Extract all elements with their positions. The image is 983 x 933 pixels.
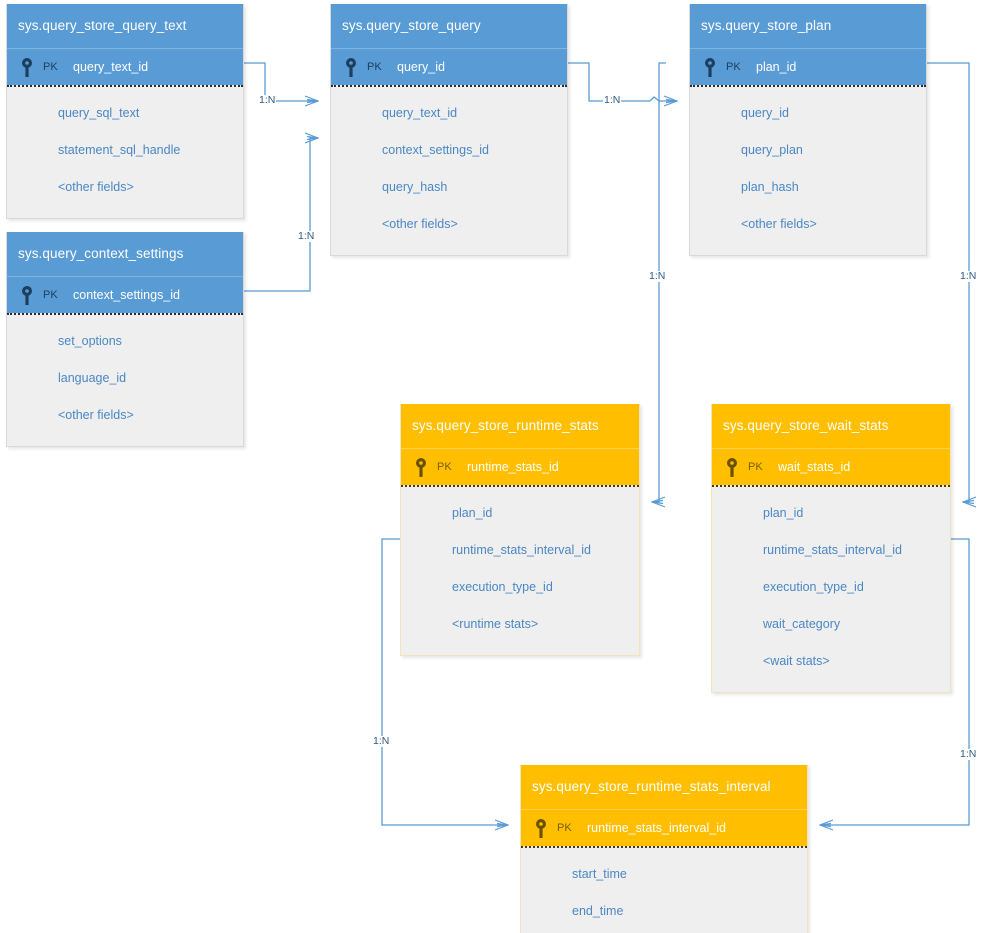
connector-query-text-to-query bbox=[244, 62, 318, 101]
pk-badge: PK bbox=[557, 822, 572, 834]
entity-title: sys.query_store_query_text bbox=[7, 4, 243, 49]
cardinality-label: 1:N bbox=[297, 230, 316, 242]
entity-field: plan_hash bbox=[741, 180, 799, 194]
entity-fields: query_sql_text statement_sql_handle <oth… bbox=[7, 85, 243, 218]
entity-title: sys.query_store_wait_stats bbox=[712, 404, 950, 449]
entity-field: end_time bbox=[572, 904, 624, 918]
entity-field: <other fields> bbox=[58, 180, 134, 194]
entity-field: <other fields> bbox=[741, 217, 817, 231]
entity-field: <other fields> bbox=[58, 408, 134, 422]
entity-query-store-query-text[interactable]: sys.query_store_query_text PK query_text… bbox=[6, 4, 244, 219]
entity-fields: start_time end_time bbox=[521, 846, 807, 933]
pk-badge: PK bbox=[726, 61, 741, 73]
entity-field: query_text_id bbox=[382, 106, 458, 120]
cardinality-label: 1:N bbox=[959, 270, 978, 282]
pk-badge: PK bbox=[367, 61, 382, 73]
entity-field: query_sql_text bbox=[58, 106, 140, 120]
entity-fields: query_text_id context_settings_id query_… bbox=[331, 85, 567, 255]
pk-badge: PK bbox=[437, 461, 452, 473]
entity-query-context-settings[interactable]: sys.query_context_settings PK context_se… bbox=[6, 232, 244, 447]
entity-primary-key-row: PK query_text_id bbox=[7, 49, 243, 85]
entity-title: sys.query_store_query bbox=[331, 4, 567, 49]
entity-field: language_id bbox=[58, 371, 127, 385]
entity-title: sys.query_store_runtime_stats_interval bbox=[521, 765, 807, 810]
key-icon bbox=[346, 58, 356, 77]
entity-field: query_id bbox=[741, 106, 789, 120]
entity-field: <runtime stats> bbox=[452, 617, 539, 631]
entity-primary-key-row: PK context_settings_id bbox=[7, 277, 243, 313]
connector-plan-to-runtime-stats bbox=[652, 62, 666, 502]
entity-field: set_options bbox=[58, 334, 122, 348]
entity-primary-key-row: PK plan_id bbox=[690, 49, 926, 85]
pk-column-name: query_text_id bbox=[73, 60, 149, 74]
entity-field: query_plan bbox=[741, 143, 803, 157]
pk-badge: PK bbox=[43, 289, 58, 301]
entity-field: runtime_stats_interval_id bbox=[763, 543, 902, 557]
entity-field: statement_sql_handle bbox=[58, 143, 181, 157]
entity-field: query_hash bbox=[382, 180, 448, 194]
entity-primary-key-row: PK runtime_stats_interval_id bbox=[521, 810, 807, 846]
pk-column-name: context_settings_id bbox=[73, 288, 181, 302]
pk-column-name: plan_id bbox=[756, 60, 797, 74]
pk-badge: PK bbox=[43, 61, 58, 73]
entity-field: execution_type_id bbox=[452, 580, 553, 594]
entity-query-store-wait-stats[interactable]: sys.query_store_wait_stats PK wait_stats… bbox=[711, 404, 951, 693]
entity-field: start_time bbox=[572, 867, 627, 881]
entity-fields: plan_id runtime_stats_interval_id execut… bbox=[712, 485, 950, 692]
entity-field: context_settings_id bbox=[382, 143, 490, 157]
entity-field: <other fields> bbox=[382, 217, 458, 231]
key-icon bbox=[536, 819, 546, 838]
cardinality-label: 1:N bbox=[258, 94, 277, 106]
pk-column-name: wait_stats_id bbox=[778, 460, 851, 474]
entity-title: sys.query_context_settings bbox=[7, 232, 243, 277]
entity-field: plan_id bbox=[763, 506, 804, 520]
entity-query-store-runtime-stats[interactable]: sys.query_store_runtime_stats PK runtime… bbox=[400, 404, 640, 656]
entity-primary-key-row: PK runtime_stats_id bbox=[401, 449, 639, 485]
cardinality-label: 1:N bbox=[372, 735, 391, 747]
key-icon bbox=[705, 58, 715, 77]
entity-fields: plan_id runtime_stats_interval_id execut… bbox=[401, 485, 639, 655]
entity-field: execution_type_id bbox=[763, 580, 864, 594]
connector-query-to-plan bbox=[568, 62, 677, 101]
pk-badge: PK bbox=[748, 461, 763, 473]
entity-field: <wait stats> bbox=[763, 654, 830, 668]
entity-title: sys.query_store_plan bbox=[690, 4, 926, 49]
entity-query-store-query[interactable]: sys.query_store_query PK query_id query_… bbox=[330, 4, 568, 256]
cardinality-label: 1:N bbox=[959, 748, 978, 760]
entity-query-store-plan[interactable]: sys.query_store_plan PK plan_id query_id… bbox=[689, 4, 927, 256]
entity-query-store-runtime-stats-interval[interactable]: sys.query_store_runtime_stats_interval P… bbox=[520, 765, 808, 933]
pk-column-name: query_id bbox=[397, 60, 445, 74]
entity-field: runtime_stats_interval_id bbox=[452, 543, 591, 557]
entity-field: wait_category bbox=[763, 617, 841, 631]
entity-primary-key-row: PK wait_stats_id bbox=[712, 449, 950, 485]
entity-fields: set_options language_id <other fields> bbox=[7, 313, 243, 446]
entity-field: plan_id bbox=[452, 506, 493, 520]
entity-primary-key-row: PK query_id bbox=[331, 49, 567, 85]
key-icon bbox=[727, 458, 737, 477]
pk-column-name: runtime_stats_interval_id bbox=[587, 821, 726, 835]
pk-column-name: runtime_stats_id bbox=[467, 460, 559, 474]
key-icon bbox=[416, 458, 426, 477]
key-icon bbox=[22, 286, 32, 305]
cardinality-label: 1:N bbox=[603, 94, 622, 106]
entity-title: sys.query_store_runtime_stats bbox=[401, 404, 639, 449]
key-icon bbox=[22, 58, 32, 77]
connector-context-settings-to-query bbox=[244, 138, 318, 292]
cardinality-label: 1:N bbox=[648, 270, 667, 282]
entity-fields: query_id query_plan plan_hash <other fie… bbox=[690, 85, 926, 255]
